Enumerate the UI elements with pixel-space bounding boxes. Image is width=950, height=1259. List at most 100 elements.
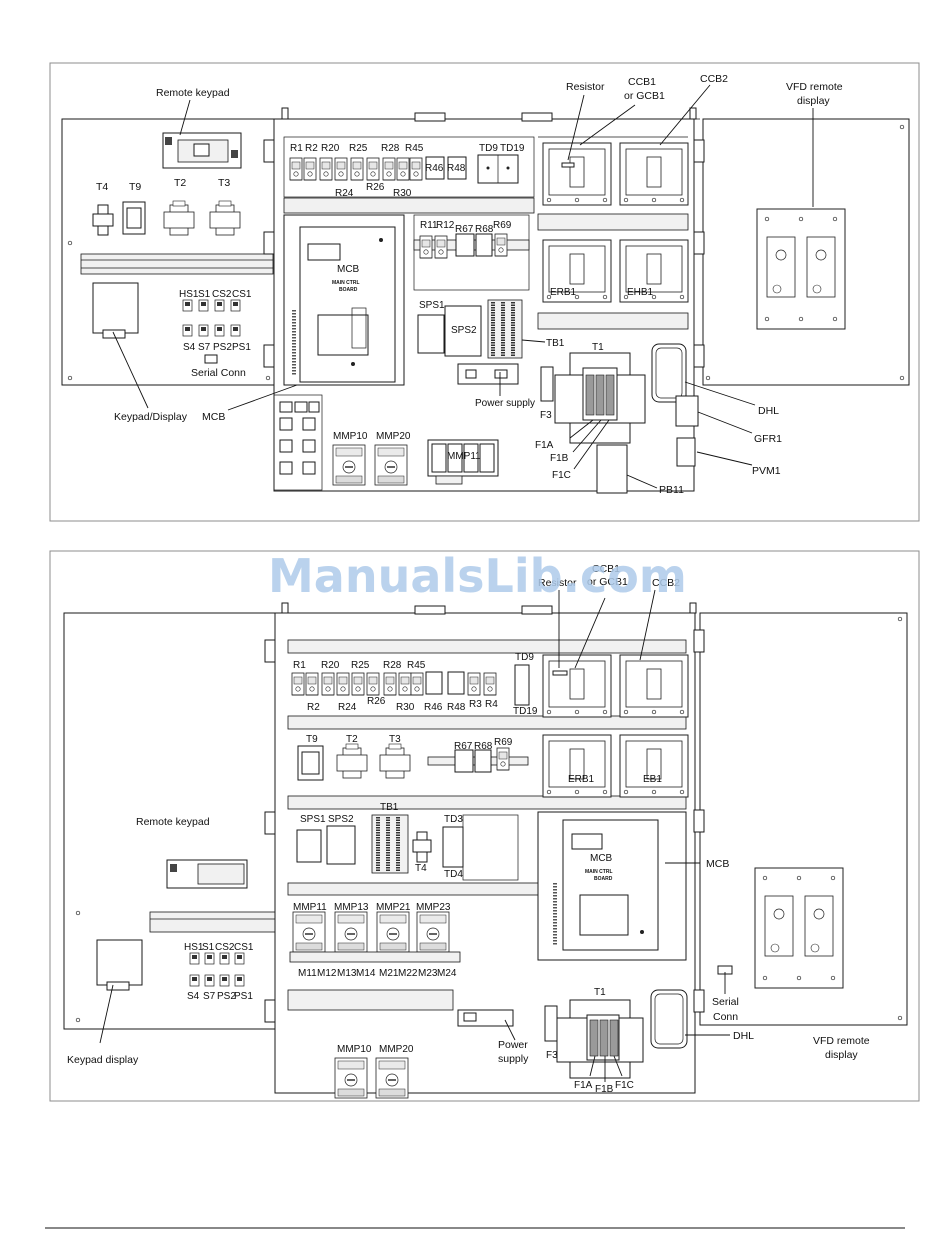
p2-label-t1: T1 — [594, 987, 606, 998]
p1-label-ccb1-l2: or GCB1 — [624, 90, 665, 102]
p2-label-td9: TD9 — [515, 652, 534, 663]
p1-label-r68: R68 — [475, 224, 494, 235]
p2-board-board: BOARD — [594, 876, 613, 882]
p2-label-s7: S7 — [203, 991, 216, 1002]
p1-label-mmp10: MMP10 — [333, 431, 368, 442]
p1-label-sps1: SPS1 — [419, 300, 445, 311]
p2-keypad-display — [96, 939, 143, 991]
p2-door-switches — [189, 952, 245, 987]
p1-label-r1: R1 — [290, 143, 303, 154]
p1-vfd-remote-display — [757, 209, 845, 329]
p2-label-mmp20: MMP20 — [379, 1044, 414, 1055]
p1-label-ps2: PS2 — [213, 342, 232, 353]
p2-label-ccb2: CCB2 — [652, 577, 680, 589]
p1-label-mmp20: MMP20 — [376, 431, 411, 442]
p2-label-f1a: F1A — [574, 1080, 593, 1091]
p2-label-r1: R1 — [293, 660, 306, 671]
p1-label-sps2: SPS2 — [451, 325, 477, 336]
p1-label-f3: F3 — [540, 410, 552, 421]
p1-t4-xfmr — [92, 204, 114, 236]
p2-vfd-remote-display — [755, 868, 843, 988]
p2-label-f1c: F1C — [615, 1080, 634, 1091]
p2-label-keypad-display: Keypad display — [67, 1054, 139, 1066]
p2-label-hs1: HS1 — [184, 942, 204, 953]
p2-label-power-l2: supply — [498, 1053, 529, 1065]
p2-label-ccb1-l2: or GCB1 — [587, 576, 628, 588]
p2-label-s4: S4 — [187, 991, 200, 1002]
watermark: ManualsLib.com — [268, 549, 687, 603]
p1-relay-area — [413, 214, 530, 291]
p2-t2-xfmr — [336, 743, 368, 779]
p1-label-cs1: CS1 — [232, 289, 252, 300]
p2-label-r25: R25 — [351, 660, 370, 671]
p2-label-eb1: EB1 — [643, 774, 662, 785]
p1-t1-transformer — [554, 352, 646, 444]
p2-label-serial-l2: Conn — [713, 1011, 738, 1023]
p1-label-keypad-display: Keypad/Display — [114, 411, 188, 423]
p1-label-r30: R30 — [393, 188, 412, 199]
p1-label-s1: S1 — [198, 289, 211, 300]
p2-t1-transformer — [556, 999, 644, 1079]
p1-label-td19: TD19 — [500, 143, 525, 154]
p2-label-m13: M13 — [337, 968, 357, 979]
p2-mmp23 — [416, 911, 450, 953]
p1-label-t4: T4 — [96, 181, 108, 193]
p1-label-pb11: PB11 — [659, 484, 684, 496]
p1-label-r2: R2 — [305, 143, 318, 154]
p1-label-r20: R20 — [321, 143, 340, 154]
p2-power-supply — [457, 1009, 514, 1027]
p2-t9-xfmr — [297, 745, 324, 781]
panel-1-frame — [49, 62, 920, 522]
p1-label-mcb-board: MCB — [337, 264, 360, 275]
p2-label-r69: R69 — [494, 737, 513, 748]
p2-label-s1: S1 — [202, 942, 215, 953]
p1-label-mmp11: MMP11 — [447, 451, 481, 462]
p2-dhl — [650, 989, 688, 1049]
p2-label-f1b: F1B — [595, 1084, 614, 1095]
p2-relays-r67-r69 — [427, 747, 529, 773]
p2-label-cs2: CS2 — [215, 942, 235, 953]
p2-label-mcb-board: MCB — [590, 853, 613, 864]
p2-ccb2-breaker — [620, 655, 688, 717]
p2-label-r28: R28 — [383, 660, 402, 671]
p2-mmp11 — [292, 911, 326, 953]
p2-label-m24: M24 — [437, 968, 457, 979]
p2-label-r68: R68 — [474, 741, 493, 752]
p1-bottom-devices — [273, 394, 323, 491]
p2-label-r30: R30 — [396, 702, 415, 713]
p1-label-r46: R46 — [425, 163, 444, 174]
p1-label-f1b: F1B — [550, 453, 569, 464]
p1-mcb-board — [283, 214, 405, 386]
p1-label-ehb1: EHB1 — [627, 287, 654, 298]
p1-td9-td19 — [477, 154, 519, 184]
p2-label-r45: R45 — [407, 660, 426, 671]
p2-label-r67: R67 — [454, 741, 473, 752]
p1-door-switches — [182, 299, 241, 364]
p2-label-t4: T4 — [415, 863, 427, 874]
p2-leader-lines — [99, 589, 730, 1082]
p2-label-vfd-l1: VFD remote — [813, 1035, 870, 1047]
p2-label-cs1: CS1 — [234, 942, 254, 953]
p2-erb1-breaker — [543, 735, 611, 797]
p1-label-remote-keypad: Remote keypad — [156, 87, 230, 99]
p1-label-pvm1: PVM1 — [752, 465, 781, 477]
p1-label-s4: S4 — [183, 342, 196, 353]
p1-label-s7: S7 — [198, 342, 211, 353]
p1-label-f1a: F1A — [535, 440, 554, 451]
p1-label-r24: R24 — [335, 188, 354, 199]
p2-label-t2: T2 — [346, 734, 358, 745]
p2-label-erb1: ERB1 — [568, 774, 595, 785]
p2-label-resistor: Resistor — [538, 577, 577, 589]
panel-2-frame — [49, 550, 920, 1102]
p1-label-hs1: HS1 — [179, 289, 199, 300]
p1-label-f1c: F1C — [552, 470, 571, 481]
p2-label-dhl: DHL — [733, 1030, 754, 1042]
p2-label-td19: TD19 — [513, 706, 538, 717]
p2-label-ps1: PS1 — [234, 991, 253, 1002]
p2-label-t9: T9 — [306, 734, 318, 745]
p2-label-mmp10: MMP10 — [337, 1044, 372, 1055]
p1-label-mcb: MCB — [202, 411, 225, 423]
p1-label-t9: T9 — [129, 181, 141, 193]
p1-label-r45: R45 — [405, 143, 424, 154]
p1-label-r67: R67 — [455, 224, 474, 235]
